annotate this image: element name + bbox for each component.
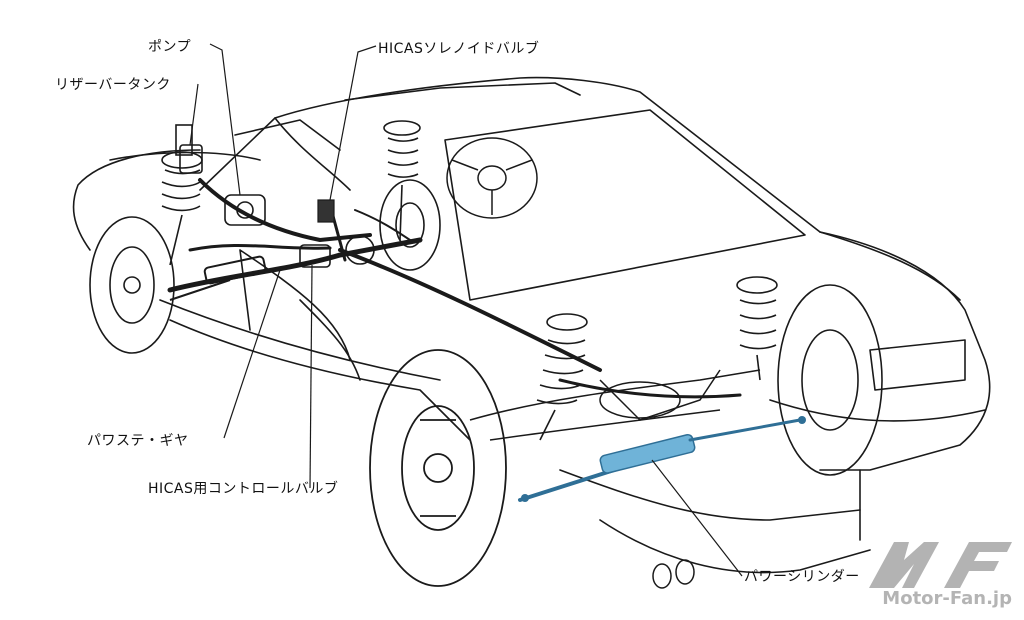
front-left-wheel <box>89 216 175 354</box>
motorfan-site-text: Motor-Fan.jp <box>882 588 1012 609</box>
rear-subframe <box>469 369 761 441</box>
leader-hicas-solenoid <box>329 45 377 201</box>
hicas-control-valve <box>299 235 375 268</box>
leader-pump <box>209 43 241 196</box>
reservoir-tank <box>179 144 203 174</box>
front-left-strut <box>161 124 203 266</box>
label-reservoir-tank: リザーバータンク <box>55 77 171 93</box>
label-hicas-control-valve: HICAS用コントロールバルブ <box>148 481 339 497</box>
leader-lines <box>189 43 743 577</box>
pump-body <box>224 194 266 226</box>
label-hicas-solenoid-valve: HICASソレノイドバルブ <box>378 41 540 57</box>
leader-power-steering-gear <box>223 269 281 439</box>
label-pump: ポンプ <box>148 39 192 55</box>
exhaust-tips <box>652 559 695 589</box>
steering-rack <box>169 255 267 301</box>
rear-left-wheel <box>369 349 507 587</box>
rear-right-wheel <box>777 284 883 476</box>
car-body <box>72 76 991 574</box>
label-power-steering-gear: パワステ・ギヤ <box>87 433 189 449</box>
hicas-solenoid-valve <box>317 199 335 223</box>
motorfan-logo <box>869 542 1012 588</box>
front-right-strut <box>383 120 421 241</box>
leader-hicas-control <box>309 264 313 489</box>
rear-right-strut <box>736 276 778 381</box>
rear-left-strut <box>536 313 588 441</box>
label-power-cylinder: パワーシリンダー <box>744 569 860 585</box>
leader-reservoir <box>189 83 199 146</box>
steering-wheel <box>446 137 538 219</box>
power-cylinder <box>518 416 806 502</box>
leader-power-cylinder <box>651 459 743 577</box>
hydraulic-lines <box>167 178 742 399</box>
front-right-wheel <box>379 179 441 271</box>
